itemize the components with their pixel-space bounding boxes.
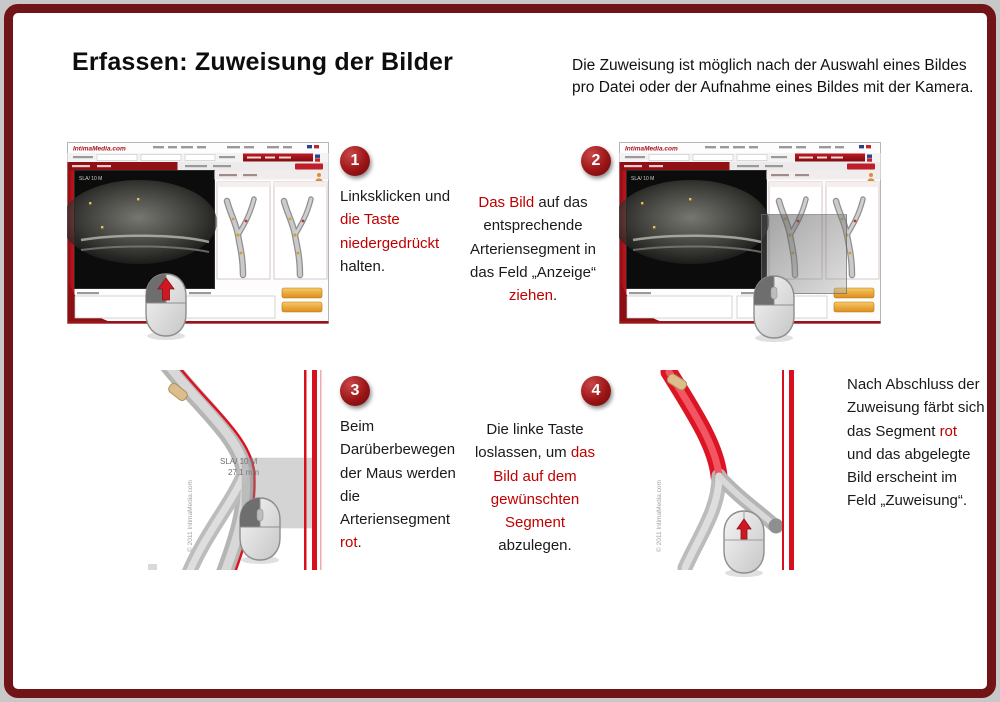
mouse-icon xyxy=(719,509,769,579)
vessel-end-cap xyxy=(768,518,784,534)
measure-label: 27.1 mm xyxy=(228,468,259,477)
step4-text: Die linke Taste loslassen, um das Bild a… xyxy=(474,421,596,555)
segment-label: SLA/ 10 M xyxy=(220,457,258,466)
page-title: Erfassen: Zuweisung der Bilder xyxy=(72,48,454,76)
step2-badge: 2 xyxy=(581,146,611,176)
step3-badge: 3 xyxy=(340,376,370,406)
red-guide-line xyxy=(782,370,784,570)
mouse-icon xyxy=(141,272,191,342)
intro-text: Die Zuweisung ist möglich nach der Auswa… xyxy=(572,57,974,96)
screenshot-step1 xyxy=(67,142,329,324)
step3-text: Beim Darüberbewegen der Maus werden die … xyxy=(340,418,456,552)
app-window-image xyxy=(67,142,329,324)
red-guide-line xyxy=(312,370,317,570)
screenshot-step2 xyxy=(619,142,881,324)
slide-frame: Erfassen: Zuweisung der Bilder Die Zuwei… xyxy=(4,4,996,698)
step1-text: Linksklicken und die Taste niedergedrück… xyxy=(340,188,451,275)
scrollbar-fragment xyxy=(148,564,157,570)
copyright-text: © 2011 IntimaMedia.com xyxy=(186,480,194,552)
copyright-text: © 2011 IntimaMedia.com xyxy=(655,480,663,552)
mouse-icon xyxy=(749,274,799,344)
outro-text: Nach Abschluss der Zuweisung färbt sich … xyxy=(847,376,985,510)
red-guide-line xyxy=(304,370,307,570)
plaque-marker-icon xyxy=(168,383,188,401)
artery-vessels xyxy=(160,370,256,570)
artery-zoom-step3: © 2011 IntimaMedia.com SLA/ 10 M 27.1 mm xyxy=(148,370,326,570)
step2-text: Das Bild auf das entsprechende Arteriens… xyxy=(470,194,596,304)
pink-guide-line xyxy=(320,370,322,570)
step4-badge: 4 xyxy=(581,376,611,406)
artery-zoom-step4: © 2011 IntimaMedia.com xyxy=(645,370,802,570)
red-guide-line xyxy=(789,370,794,570)
step1-badge: 1 xyxy=(340,146,370,176)
mouse-icon xyxy=(235,496,285,566)
plaque-marker-icon xyxy=(666,373,688,391)
